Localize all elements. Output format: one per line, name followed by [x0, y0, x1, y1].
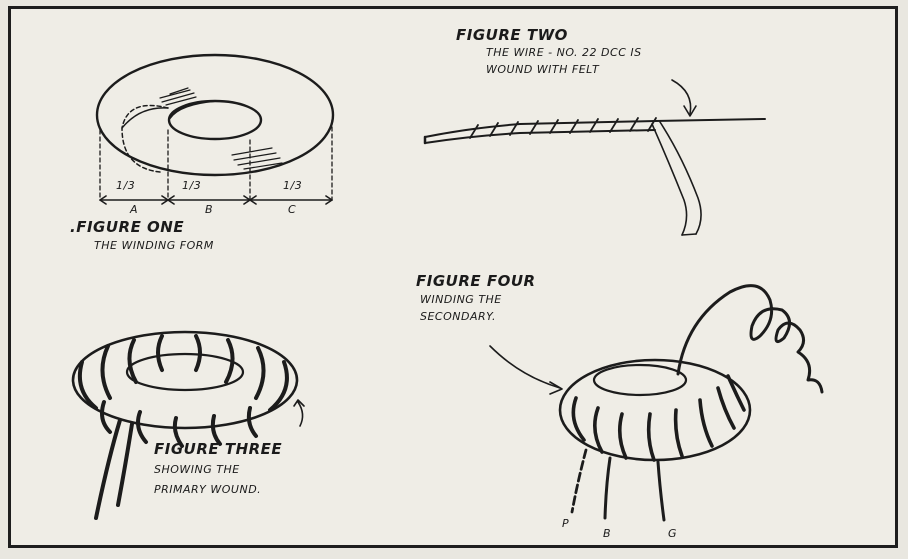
secondary-torus-hole: [594, 365, 686, 395]
figure-two-title: FIGURE TWO: [456, 28, 568, 43]
figure-four-arrowhead: [550, 382, 562, 394]
figure-four-caption-line2: SECONDARY.: [420, 311, 496, 322]
primary-lead-right: [118, 424, 132, 505]
figure-one-caption: THE WINDING FORM: [94, 240, 214, 251]
torus-section-dashed: [122, 106, 168, 173]
primary-torus-hole: [127, 354, 243, 390]
lead-label-b: B: [603, 528, 611, 539]
felt-strip-end: [682, 234, 696, 235]
dim-c-letter: C: [288, 204, 296, 215]
secondary-torus-outer: [560, 360, 750, 460]
figure-four-title: FIGURE FOUR: [416, 274, 536, 289]
figure-four-torus-drawing: [490, 286, 822, 520]
dim-a-fraction: 1/3: [116, 180, 135, 191]
torus-hatching-upper: [160, 88, 196, 105]
dim-b-fraction: 1/3: [182, 180, 201, 191]
figure-three-title: FIGURE THREE: [154, 442, 282, 457]
lead-g: [658, 462, 664, 520]
lead-b: [605, 458, 610, 518]
torus-section-top: [122, 108, 168, 128]
lead-label-g: G: [668, 528, 677, 539]
secondary-wire-coil: [678, 286, 822, 392]
figure-three-arrow: [294, 400, 304, 426]
figure-two-caption-line1: THE WIRE - NO. 22 DCC IS: [486, 47, 642, 58]
felt-strip-left: [652, 124, 687, 235]
dim-c-fraction: 1/3: [283, 180, 302, 191]
figure-three-caption-line2: PRIMARY WOUND.: [154, 484, 261, 495]
figure-four-caption-line1: WINDING THE: [420, 294, 502, 305]
lead-label-p: P: [562, 518, 569, 529]
torus-hole-outline: [169, 101, 261, 139]
figure-two-pointer: [672, 80, 691, 114]
primary-windings-back: [80, 336, 287, 410]
dim-b-letter: B: [205, 204, 213, 215]
figure-two-wire-drawing: [425, 80, 765, 235]
figure-two-caption-line2: WOUND WITH FELT: [486, 64, 599, 75]
torus-outer-outline: [97, 55, 333, 175]
felt-strip-right: [660, 122, 701, 234]
figure-three-caption-line1: SHOWING THE: [154, 464, 240, 475]
lead-p: [572, 450, 586, 512]
figure-one-title: .FIGURE ONE: [70, 220, 184, 235]
dim-a-letter: A: [130, 204, 138, 215]
